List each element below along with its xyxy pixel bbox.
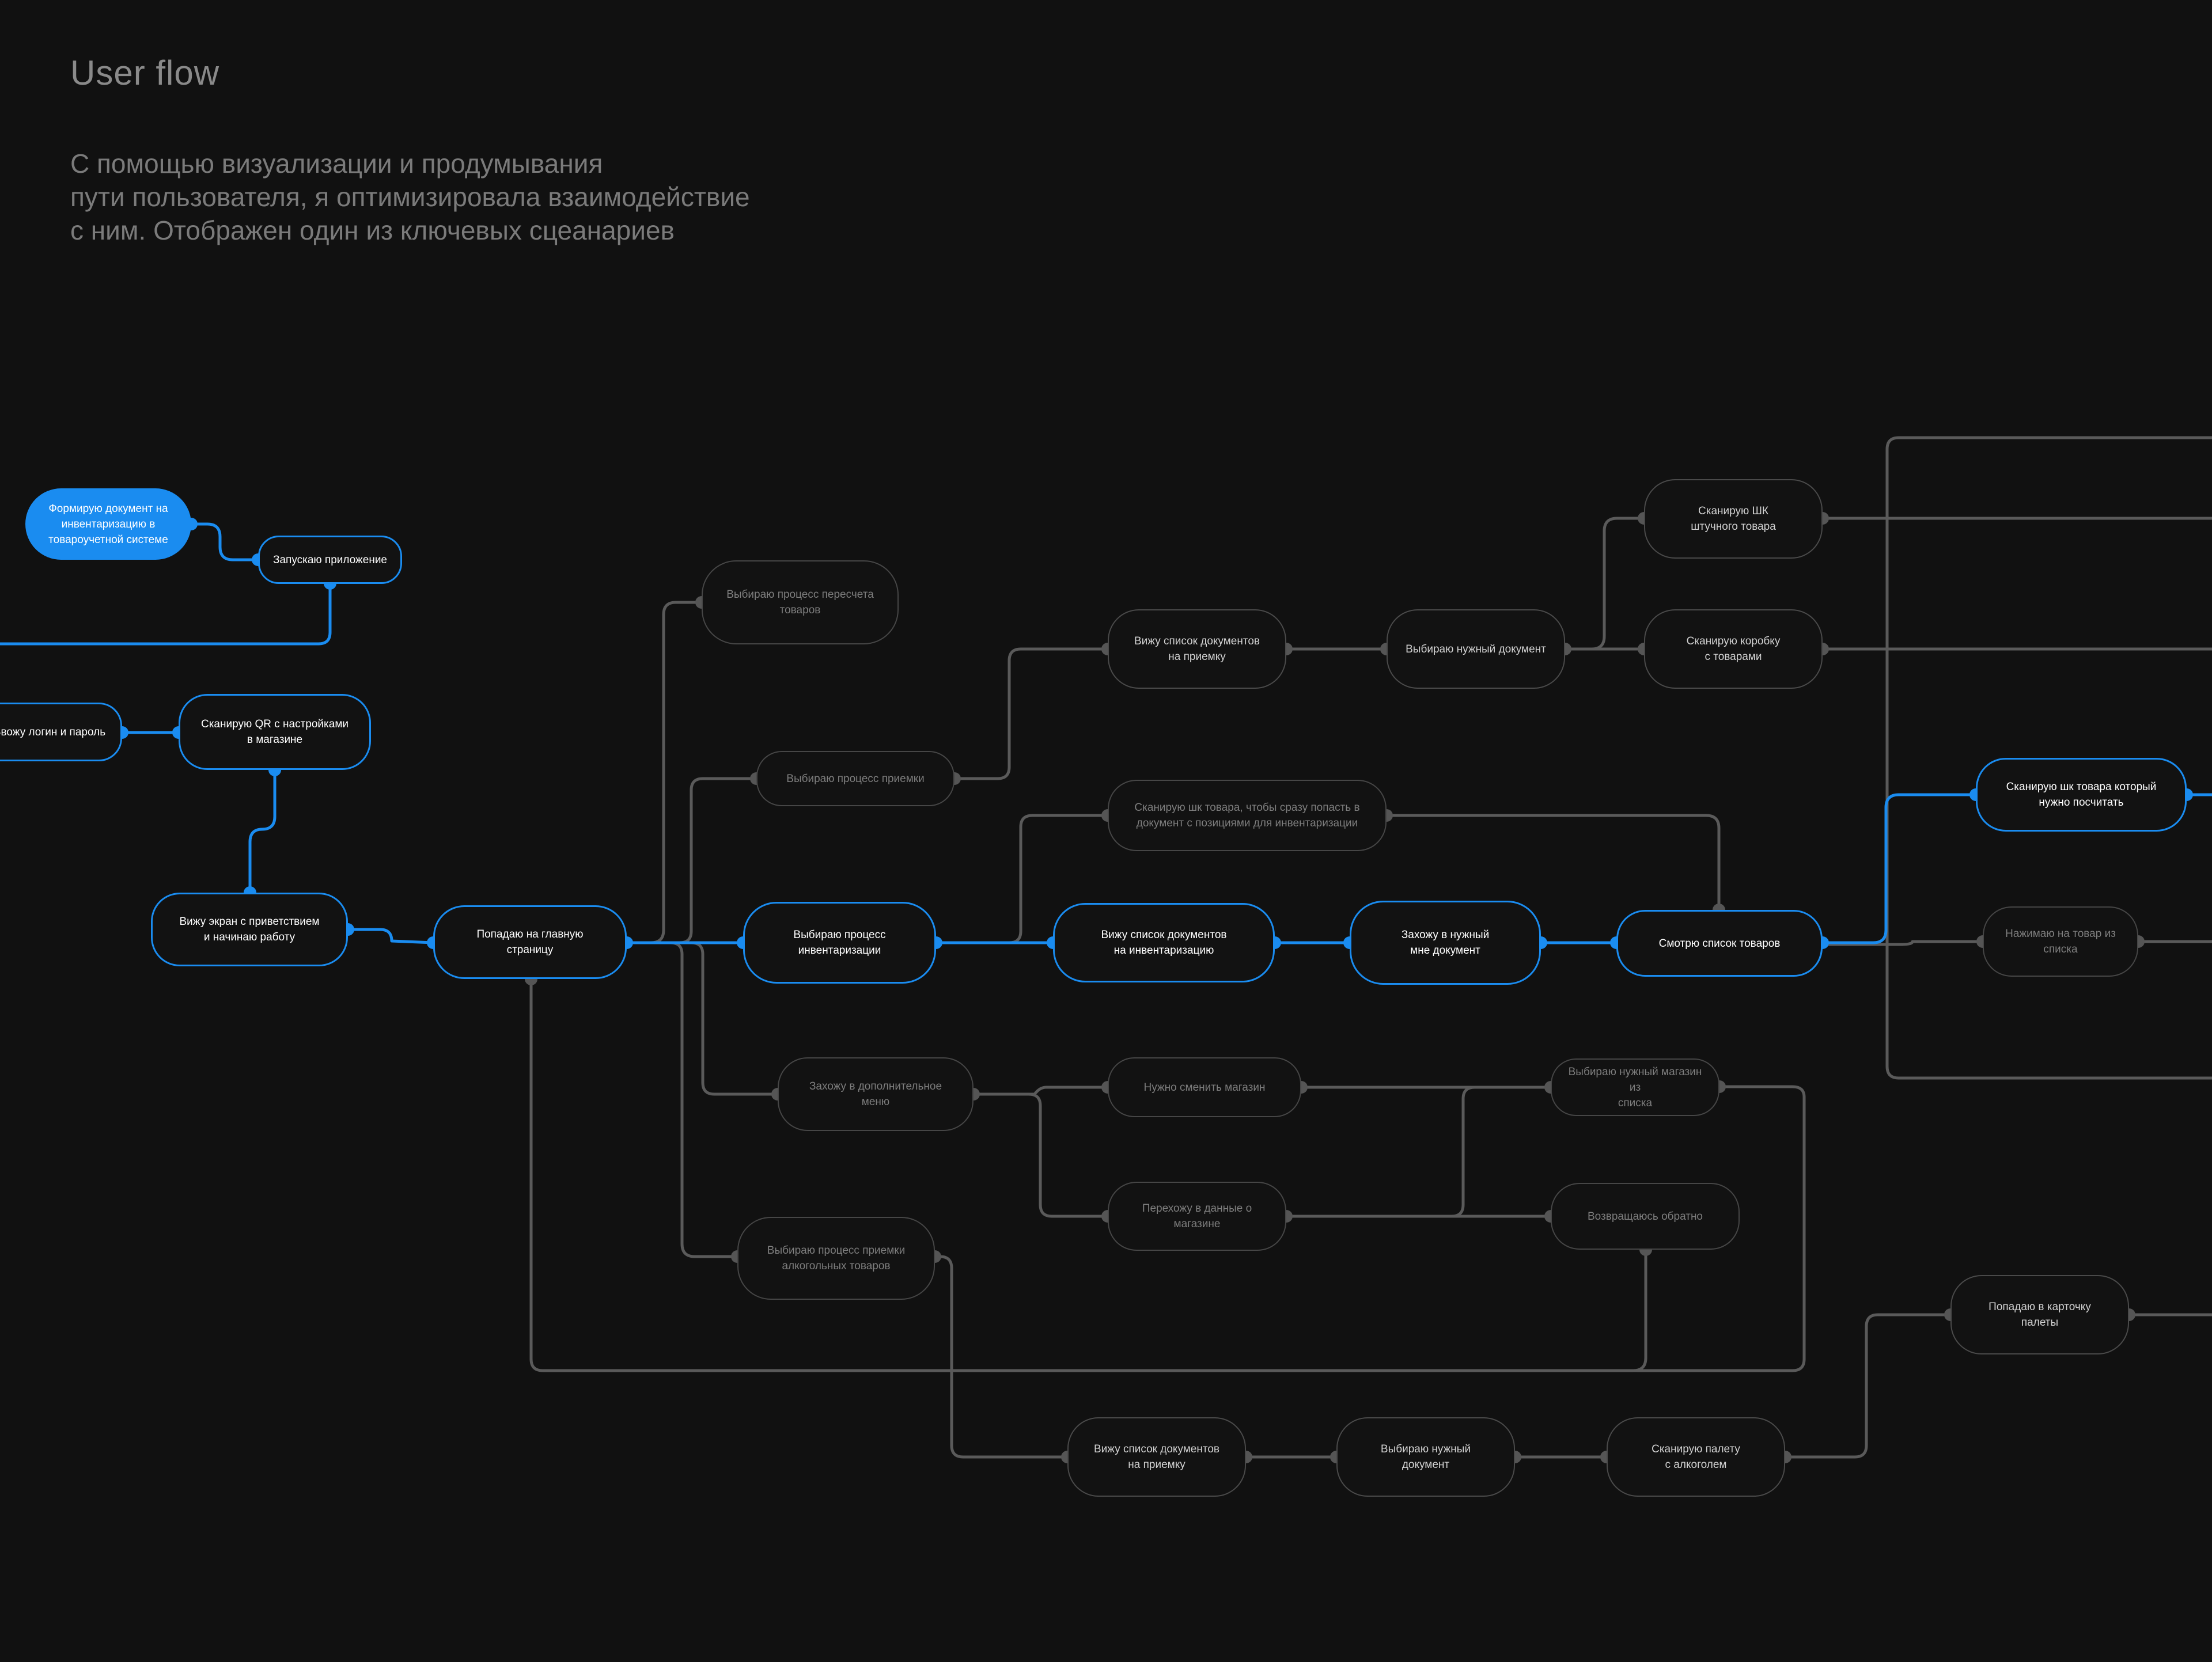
page-description: С помощью визуализации и продумывания пу… [70,147,934,247]
wire-alc-docs [935,1255,1067,1459]
wire-accept-docs [955,647,1108,780]
node-alc-docs: Вижу список документов на приемку [1067,1417,1246,1497]
node-tap-item: Нажимаю на товар из списка [1983,906,2138,977]
wire-bottom-frame [1885,941,2212,1080]
node-goods-list: Смотрю список товаров [1616,910,1823,977]
node-welcome: Вижу экран с приветствием и начинаю рабо… [151,893,348,966]
description-line-1: С помощью визуализации и продумывания [70,149,603,179]
node-go-back: Возвращаюсь обратно [1551,1183,1740,1250]
wire-launch-login [0,583,332,646]
wire-welcome-main [348,928,434,944]
node-scan-box: Сканирую коробку с товарами [1644,609,1823,689]
node-recount: Выбираю процесс пересчета товаров [702,560,899,644]
node-alc-choose: Выбираю нужный документ [1336,1417,1515,1497]
wire-pallet-card [1785,1313,1950,1459]
node-launch-app: Запускаю приложение [258,536,402,584]
node-scan-piece: Сканирую ШК штучного товара [1644,479,1823,559]
wire-form-launch [191,522,258,561]
node-extra-menu: Захожу в дополнительное меню [778,1057,974,1131]
description-line-3: с ним. Отображен один из ключевых сцеана… [70,215,675,245]
description-line-2: пути пользователя, я оптимизировала взаи… [70,182,750,212]
node-scan-qr: Сканирую QR с настройками в магазине [179,694,371,770]
node-change-store: Нужно сменить магазин [1108,1057,1301,1117]
node-store-data: Перехожу в данные о магазине [1108,1182,1286,1251]
node-login: Ввожу логин и пароль [0,703,122,761]
wire-goods-scancount [1823,793,1976,944]
wire-extra-data [974,1092,1108,1218]
node-alc-pallet: Сканирую палету с алкоголем [1607,1417,1785,1497]
wire-qr-welcome [248,770,276,893]
wire-top-frame [1885,436,2212,941]
wire-main-back [529,979,1806,1372]
wire-goback-loop [1633,1250,1647,1372]
page-title: User flow [70,54,220,92]
node-main-page: Попадаю на главную страницу [433,905,627,979]
node-choose-doc-top: Выбираю нужный документ [1387,609,1565,689]
wire-quick-goods [1387,814,1721,910]
node-enter-doc: Захожу в нужный мне документ [1350,901,1541,985]
node-accept-docs: Вижу список документов на приемку [1108,609,1286,689]
node-scan-count: Сканирую шк товара который нужно посчита… [1976,758,2187,832]
node-form-document: Формирую документ на инвентаризацию в то… [25,488,191,560]
wire-main-alcohol [627,941,737,1258]
wire-goods-tap [1823,940,1983,946]
node-inv-docs: Вижу список документов на инвентаризацию [1053,903,1275,982]
node-inventory: Выбираю процесс инвентаризации [743,902,936,984]
node-accept: Выбираю процесс приемки [756,751,955,806]
node-alcohol: Выбираю процесс приемки алкогольных това… [737,1217,935,1300]
node-scan-quick: Сканирую шк товара, чтобы сразу попасть … [1108,780,1387,851]
node-pallet-card: Попадаю в карточку палеты [1950,1275,2129,1354]
wire-main-accept [627,777,756,944]
node-pick-store: Выбираю нужный магазин из списка [1551,1058,1719,1116]
wire-choose-piece [1565,517,1644,651]
wire-data-pick [1286,1086,1551,1218]
